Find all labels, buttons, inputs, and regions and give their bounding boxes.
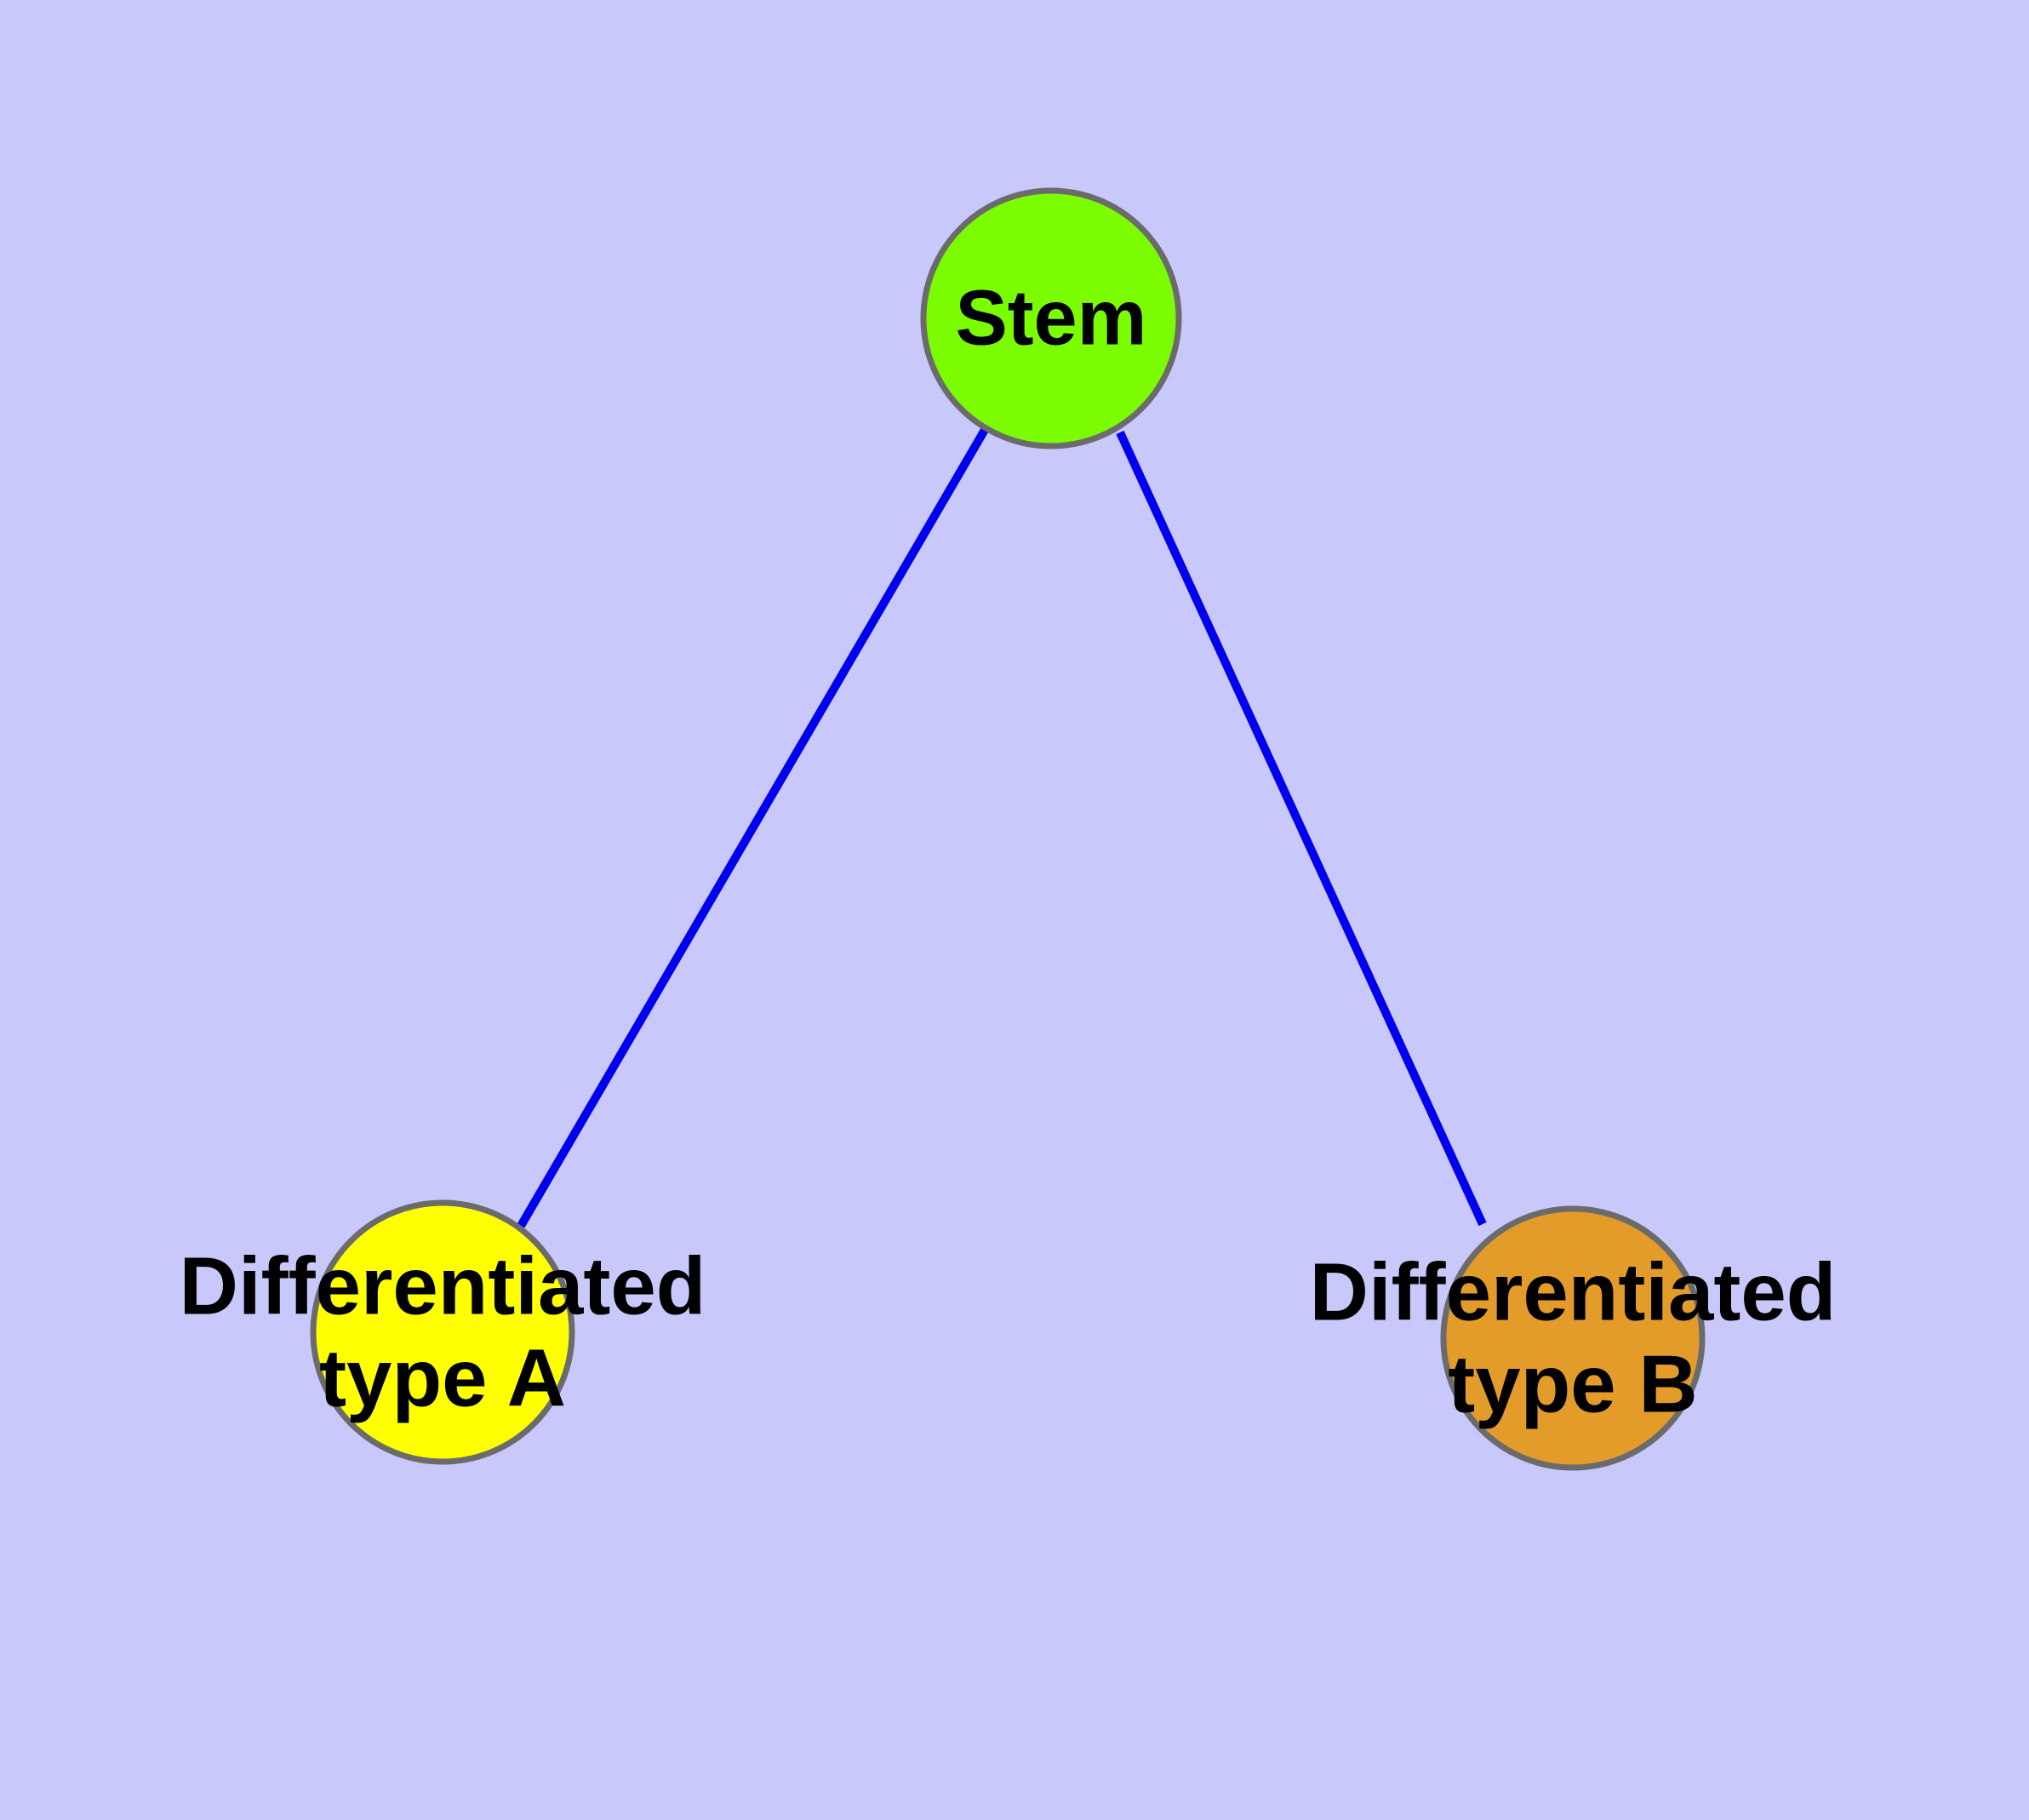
edge-layer bbox=[517, 427, 1487, 1228]
node-layer bbox=[310, 187, 1706, 1471]
edge-stem-to-differentiated-type-b[interactable] bbox=[1116, 430, 1487, 1227]
node-differentiated-type-a[interactable] bbox=[310, 1199, 575, 1465]
edge-stem-to-differentiated-type-a[interactable] bbox=[517, 427, 989, 1228]
node-differentiated-type-b[interactable] bbox=[1440, 1205, 1706, 1471]
node-stem[interactable] bbox=[920, 187, 1182, 449]
